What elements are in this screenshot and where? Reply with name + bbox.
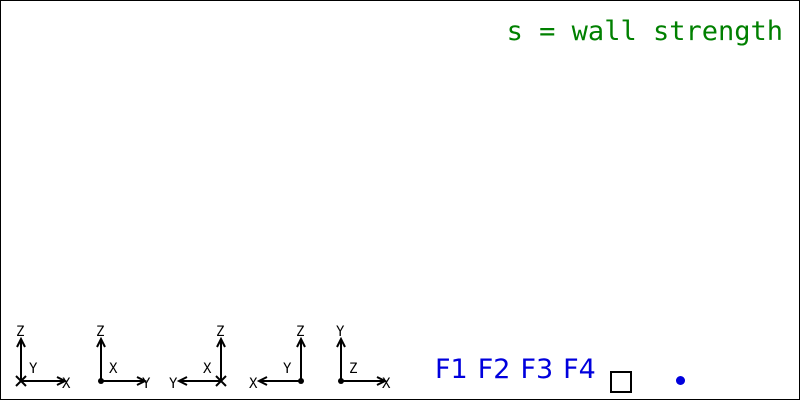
axis-diagonal-label: Y [283, 361, 292, 377]
f3-key-button[interactable]: F3 [520, 354, 554, 385]
axis-horizontal-label: Y [142, 376, 151, 392]
axis-vertical-label: Z [96, 324, 104, 340]
view-zx-y-left-button[interactable]: Z X Y [166, 319, 246, 395]
axis-horizontal-label: X [382, 376, 391, 392]
axis-horizontal-label: X [249, 376, 258, 392]
axis-horizontal-label: X [62, 376, 71, 392]
view-orientation-toolbar: Z Y X Z X Y [1, 319, 401, 395]
f4-key-button[interactable]: F4 [563, 354, 596, 385]
axis-triad-icon: Z X Y [169, 324, 227, 392]
square-outline-icon[interactable] [610, 371, 632, 393]
axis-triad-icon: Z Y X [249, 324, 306, 392]
axis-diagonal-label: Z [349, 361, 357, 377]
f1-key-button[interactable]: F1 [435, 354, 468, 385]
blue-dot-icon[interactable] [676, 376, 685, 385]
axis-triad-icon: Z Y X [15, 324, 71, 392]
axis-triad-icon: Y Z X [336, 324, 391, 392]
view-zy-x-left-button[interactable]: Z Y X [246, 319, 326, 395]
axis-horizontal-label: Y [169, 376, 178, 392]
axis-diagonal-label: X [203, 361, 212, 377]
view-zx-y-button[interactable]: Z X Y [91, 319, 171, 395]
wall-strength-label: s = wall strength [506, 16, 783, 47]
axis-vertical-label: Z [16, 324, 24, 340]
axis-diagonal-label: X [109, 361, 118, 377]
view-yz-x-button[interactable]: Y Z X [331, 319, 411, 395]
axis-diagonal-label: Y [29, 361, 38, 377]
axis-vertical-label: Z [216, 324, 224, 340]
axis-vertical-label: Z [296, 324, 304, 340]
axis-vertical-label: Y [336, 324, 345, 340]
f2-key-button[interactable]: F2 [477, 354, 511, 385]
view-zy-x-button[interactable]: Z Y X [11, 319, 91, 395]
function-key-bar: F1 F2 F3 F4 [435, 352, 606, 388]
axis-triad-icon: Z X Y [96, 324, 151, 392]
